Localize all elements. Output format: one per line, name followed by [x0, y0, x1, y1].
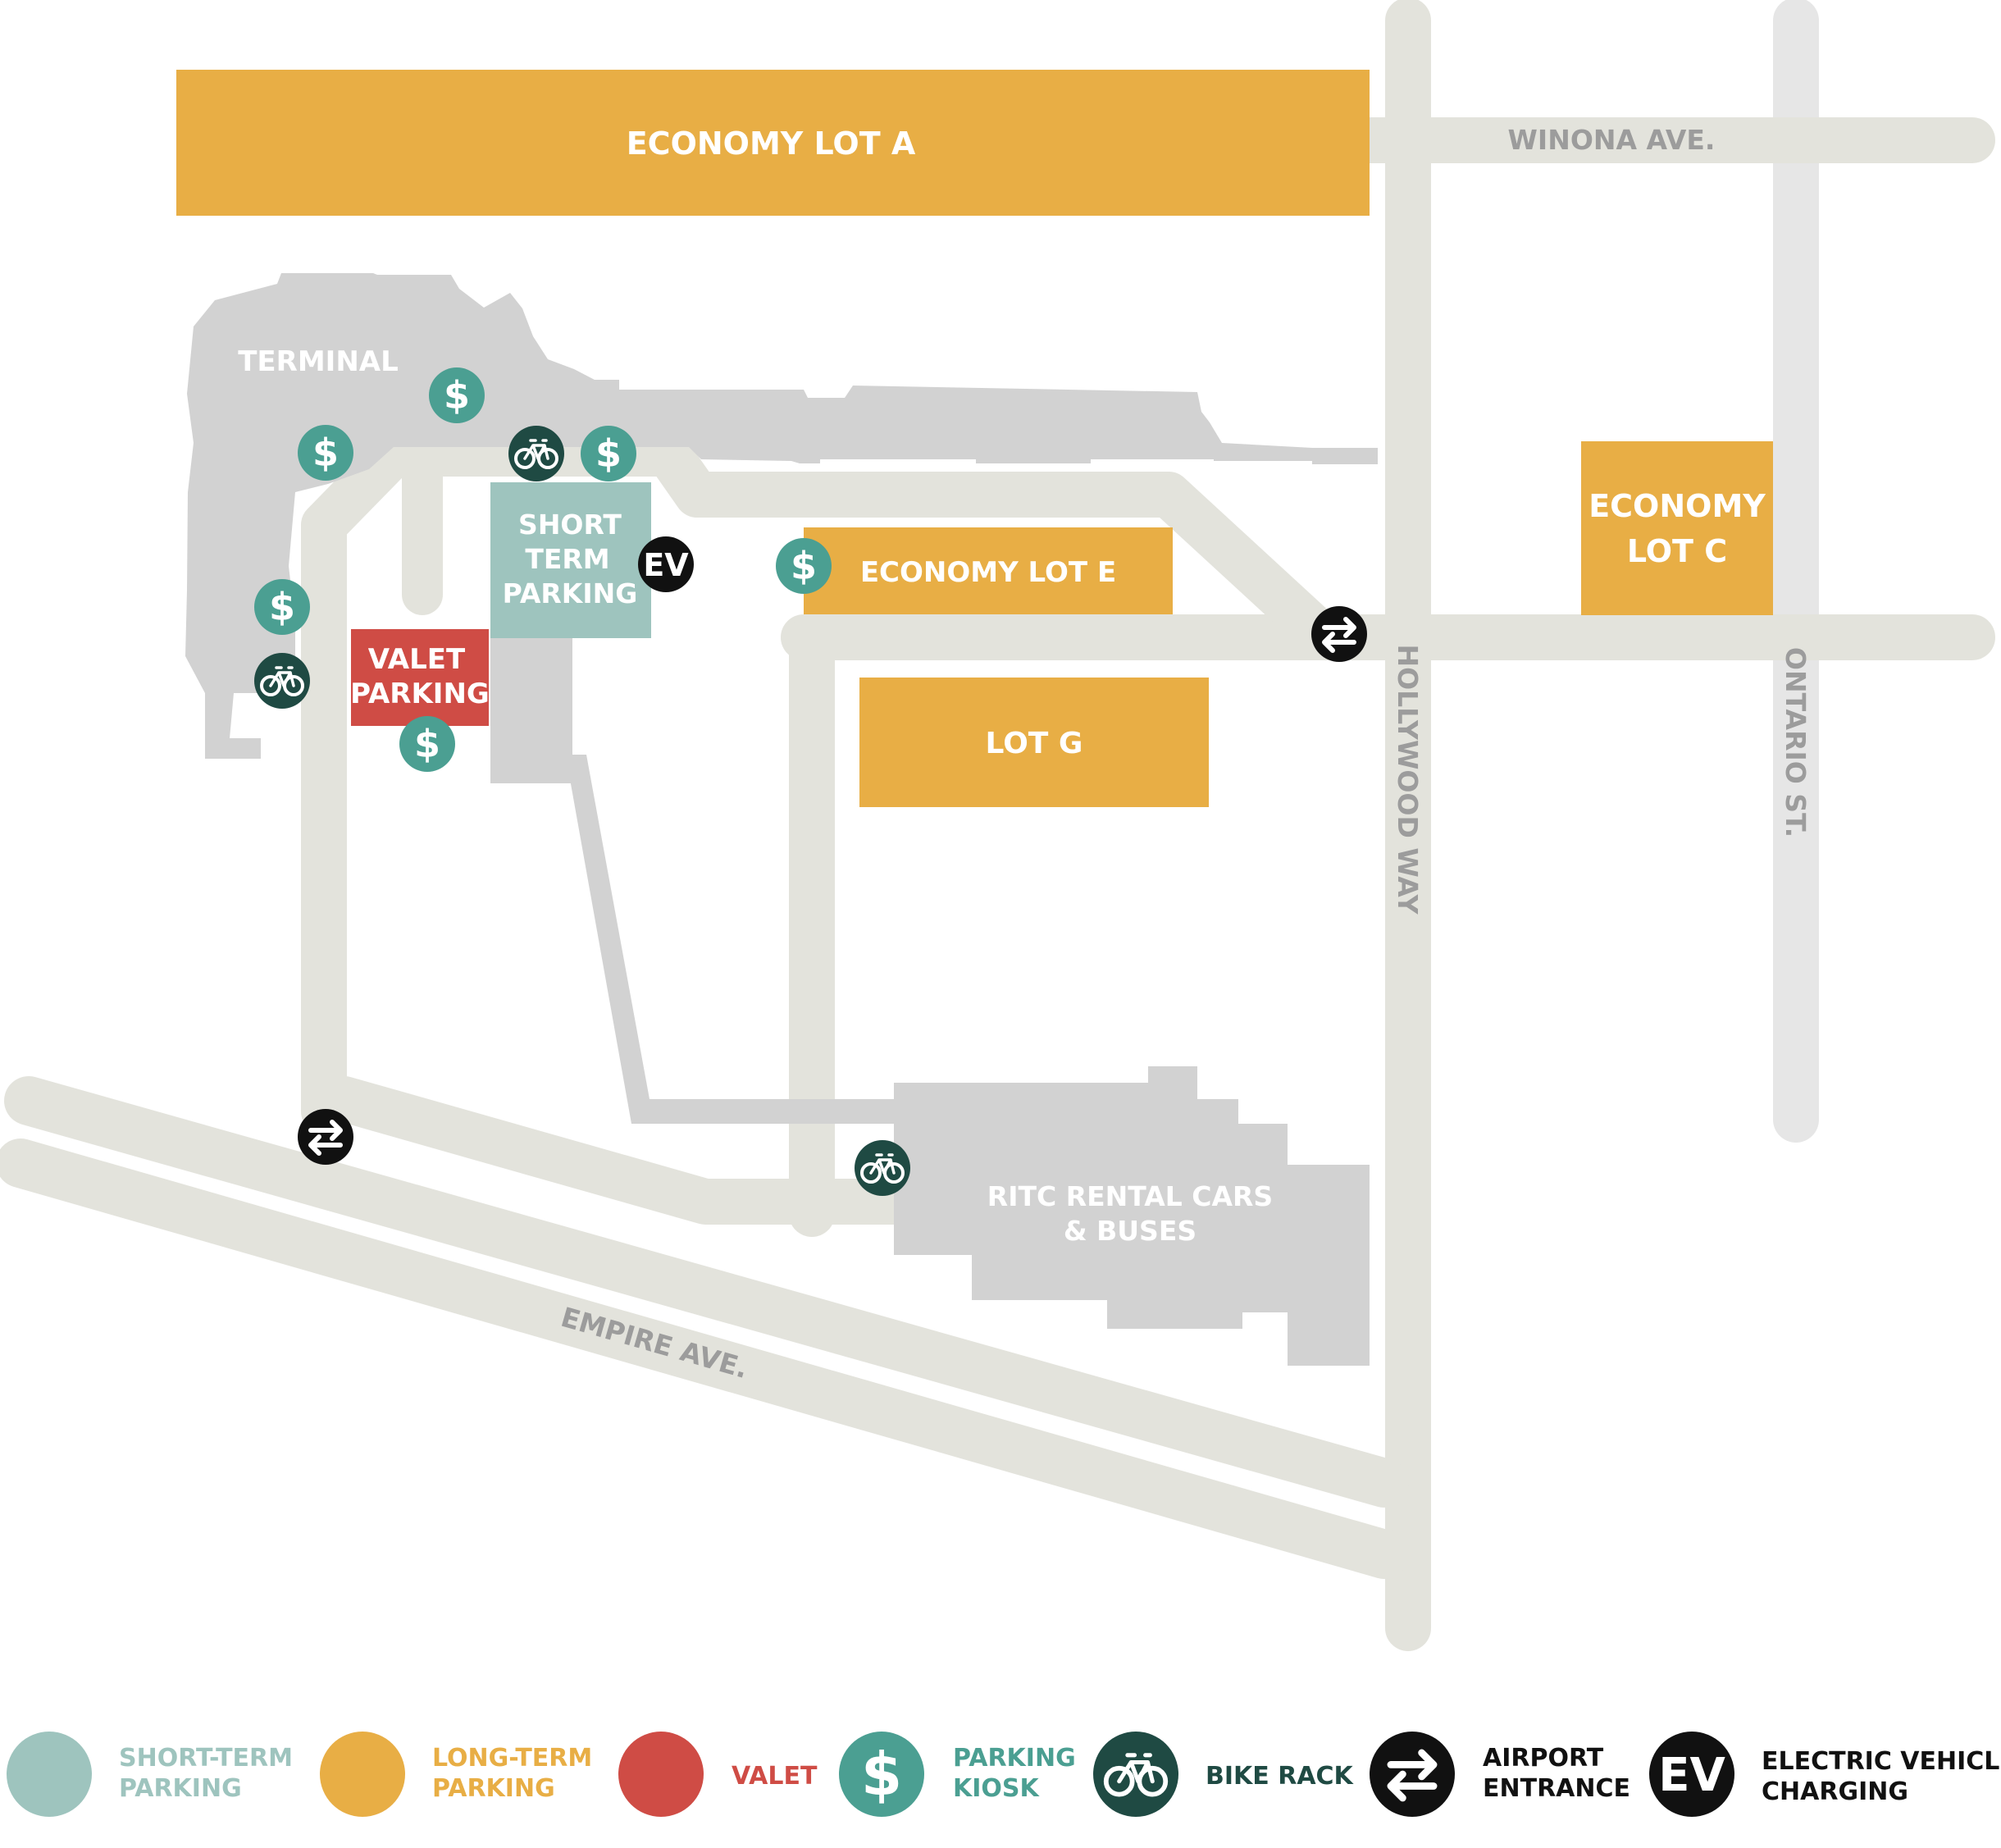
winona-ave-label: WINONA AVE.	[1508, 124, 1716, 156]
short-term-parking	[490, 482, 651, 638]
dollar-icon: $	[269, 585, 295, 629]
legend-ev-charging-label-line1: ELECTRIC VEHICLE	[1762, 1747, 2001, 1776]
parking-kiosk-icon[interactable]: $	[254, 579, 310, 635]
short-term-label-line2: TERM	[525, 543, 609, 575]
dollar-icon: $	[861, 1740, 902, 1809]
bike-rack-icon[interactable]	[855, 1140, 910, 1196]
legend-bike-rack-label: BIKE RACK	[1206, 1762, 1355, 1791]
valet-label-line1: VALET	[368, 643, 466, 676]
lot-g-label: LOT G	[986, 727, 1083, 760]
legend-valet-label: VALET	[732, 1762, 818, 1791]
economy-lot-a-label: ECONOMY LOT A	[627, 125, 916, 162]
legend-bike-rack-icon	[1093, 1732, 1178, 1817]
legend-parking-kiosk-icon: $	[839, 1732, 924, 1817]
parking-kiosk-icon[interactable]: $	[776, 538, 832, 594]
legend-valet-swatch	[618, 1732, 704, 1817]
legend-parking-kiosk-label-line2: KIOSK	[953, 1774, 1041, 1803]
economy-lot-c-label-line1: ECONOMY	[1588, 488, 1766, 524]
legend-long-term-label-line2: PARKING	[432, 1774, 555, 1803]
road-empire-ave-upper	[4, 1076, 1409, 1508]
parking-kiosk-icon[interactable]: $	[429, 367, 485, 423]
map-icons: $ $ $ $ $ $	[254, 367, 1367, 1196]
legend-ev-charging-icon: EV	[1649, 1732, 1734, 1817]
legend-long-term-label-line1: LONG-TERM	[432, 1744, 592, 1773]
rental-cars-label-line2: & BUSES	[1064, 1215, 1196, 1247]
economy-lot-e	[804, 527, 1173, 614]
valet-parking	[351, 629, 489, 726]
legend-short-term-label-line1: SHORT-TERM	[119, 1744, 293, 1773]
economy-lot-c-label-line2: LOT C	[1627, 533, 1727, 569]
road-empire-ave-lower	[0, 1138, 1409, 1579]
ev-icon: EV	[643, 547, 689, 583]
economy-lot-e-label: ECONOMY LOT E	[860, 556, 1116, 589]
parking-lots: ECONOMY LOT A ECONOMY LOT C ECONOMY LOT …	[176, 70, 1773, 807]
legend-airport-entrance-icon	[1370, 1732, 1455, 1817]
road-south-connector	[321, 1076, 925, 1225]
terminal-label: TERMINAL	[238, 345, 399, 378]
dollar-icon: $	[312, 431, 339, 475]
rental-cars-building	[894, 1066, 1370, 1366]
economy-lot-c	[1581, 441, 1773, 615]
bike-rack-icon[interactable]	[254, 653, 310, 709]
road-terminal-loop	[301, 431, 1345, 1134]
bike-rack-icon[interactable]	[508, 426, 564, 481]
dollar-icon: $	[414, 722, 440, 766]
dollar-icon: $	[791, 544, 817, 588]
terminal-walkway	[533, 755, 894, 1124]
legend-long-term-swatch	[320, 1732, 405, 1817]
ev-charging-icon[interactable]: EV	[638, 536, 694, 592]
dollar-icon: $	[444, 373, 470, 418]
legend-short-term-swatch	[7, 1732, 92, 1817]
rental-cars-label-line1: RITC RENTAL CARS	[987, 1180, 1273, 1212]
short-term-label-line1: SHORT	[518, 509, 622, 541]
parking-kiosk-icon[interactable]: $	[399, 716, 455, 772]
roads	[0, 0, 1995, 1651]
legend-airport-entrance-label-line2: ENTRANCE	[1483, 1774, 1630, 1803]
valet-label-line2: PARKING	[350, 678, 490, 710]
legend-parking-kiosk-label-line1: PARKING	[953, 1744, 1076, 1773]
hollywood-way-label: HOLLYWOOD WAY	[1392, 644, 1424, 915]
ev-icon: EV	[1658, 1749, 1725, 1802]
airport-entrance-icon[interactable]	[298, 1109, 353, 1165]
lot-g	[859, 678, 1209, 807]
ontario-st-label: ONTARIO ST.	[1780, 647, 1812, 837]
legend: SHORT-TERM PARKING LONG-TERM PARKING VAL…	[7, 1732, 2001, 1817]
dollar-icon: $	[595, 431, 622, 476]
short-term-label-line3: PARKING	[503, 577, 638, 609]
airport-entrance-icon[interactable]	[1311, 606, 1367, 662]
parking-kiosk-icon[interactable]: $	[581, 426, 636, 481]
parking-kiosk-icon[interactable]: $	[298, 425, 353, 481]
legend-short-term-label-line2: PARKING	[119, 1774, 242, 1803]
economy-lot-a	[176, 70, 1370, 216]
legend-airport-entrance-label-line1: AIRPORT	[1483, 1744, 1604, 1773]
legend-ev-charging-label-line2: CHARGING	[1762, 1777, 1908, 1806]
